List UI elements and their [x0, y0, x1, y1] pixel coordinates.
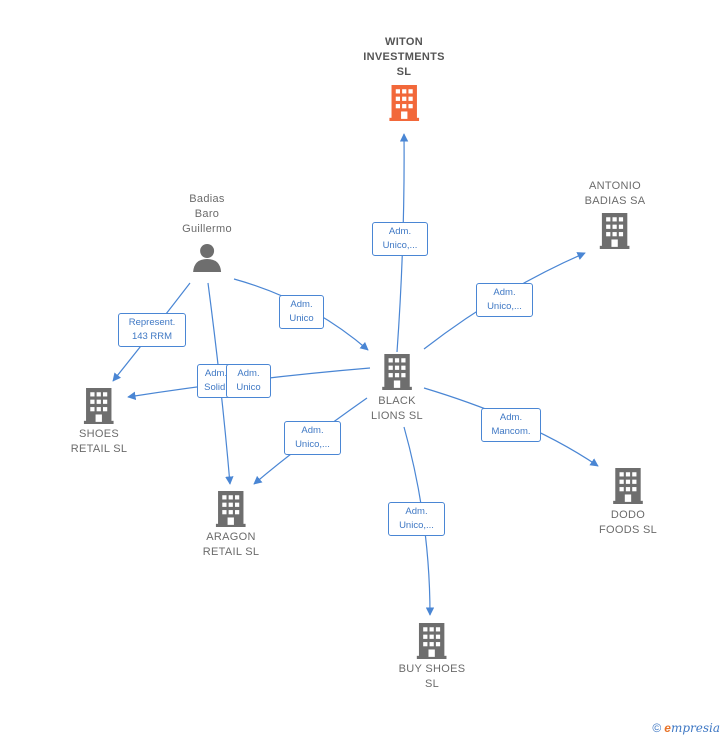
building-icon: [599, 213, 631, 249]
node-aragon-retail[interactable]: ARAGON RETAIL SL: [203, 491, 260, 560]
node-label: ANTONIO BADIAS SA: [584, 180, 646, 207]
building-icon: [381, 354, 413, 390]
building-icon: [416, 623, 448, 659]
node-label: WITON INVESTMENTS SL: [363, 36, 445, 78]
building-icon: [215, 491, 247, 527]
node-antonio-badias[interactable]: ANTONIO BADIAS SA: [585, 179, 646, 249]
node-label: ARAGON RETAIL SL: [202, 531, 260, 558]
edge-label-badias-black[interactable]: Adm. Unico: [279, 295, 324, 329]
edge-label-dodo[interactable]: Adm. Mancom.: [481, 408, 541, 442]
edge-label-unico-shoes[interactable]: Adm. Unico: [226, 364, 271, 398]
node-label: SHOES RETAIL SL: [70, 428, 128, 455]
brand-logo-e: e: [664, 721, 671, 735]
building-icon: [612, 468, 644, 504]
node-shoes-retail[interactable]: SHOES RETAIL SL: [71, 388, 128, 457]
copyright-icon: ©: [652, 721, 662, 735]
edge-label-witon[interactable]: Adm. Unico,...: [372, 222, 428, 256]
node-dodo-foods[interactable]: DODO FOODS SL: [599, 468, 657, 538]
node-witon-investments[interactable]: WITON INVESTMENTS SL: [363, 35, 445, 121]
edge-label-antonio[interactable]: Adm. Unico,...: [476, 283, 533, 317]
node-label: Badias Baro Guillermo: [182, 193, 232, 235]
building-icon: [388, 85, 420, 121]
node-label: BLACK LIONS SL: [371, 395, 423, 422]
empresia-brand[interactable]: ©empresia: [652, 721, 720, 735]
node-badias-baro-guillermo[interactable]: Badias Baro Guillermo: [182, 192, 232, 273]
edge-label-buyshoes[interactable]: Adm. Unico,...: [388, 502, 445, 536]
node-label: DODO FOODS SL: [598, 509, 658, 536]
node-black-lions[interactable]: BLACK LIONS SL: [371, 354, 423, 424]
edge-label-aragon[interactable]: Adm. Unico,...: [284, 421, 341, 455]
brand-name: mpresia: [670, 721, 720, 735]
building-icon: [83, 388, 115, 424]
edge-label-represent[interactable]: Represent. 143 RRM: [118, 313, 186, 347]
node-label: BUY SHOES SL: [398, 663, 466, 690]
node-buy-shoes[interactable]: BUY SHOES SL: [399, 623, 466, 692]
person-icon: [193, 244, 221, 272]
